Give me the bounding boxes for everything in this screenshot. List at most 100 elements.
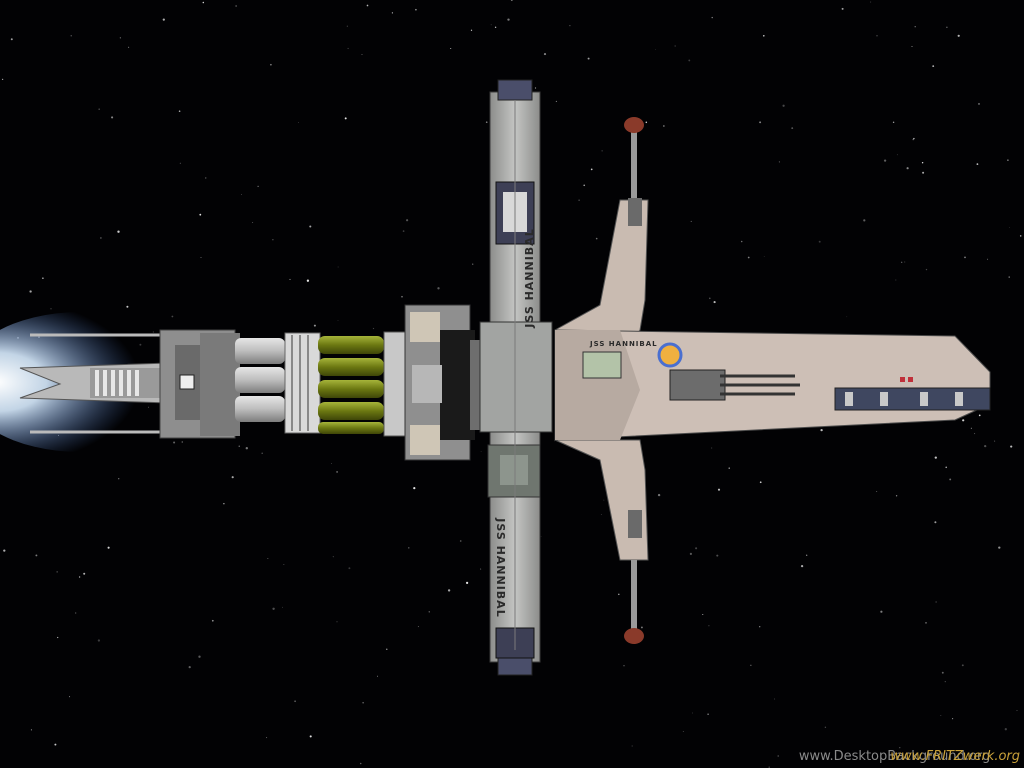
star bbox=[1008, 276, 1010, 278]
star bbox=[298, 122, 299, 123]
star bbox=[682, 731, 684, 732]
star bbox=[472, 263, 474, 265]
star bbox=[578, 199, 580, 201]
star bbox=[126, 305, 129, 308]
star bbox=[759, 481, 762, 484]
watermark-site: www.DesktopBackground.org bbox=[798, 749, 991, 764]
star bbox=[459, 540, 462, 542]
star bbox=[490, 24, 492, 26]
star bbox=[309, 735, 312, 738]
star bbox=[281, 606, 283, 608]
star bbox=[640, 626, 643, 629]
star bbox=[42, 277, 44, 279]
star bbox=[29, 290, 32, 293]
star bbox=[922, 171, 925, 174]
star bbox=[336, 470, 339, 473]
main-hull bbox=[554, 199, 991, 561]
star bbox=[711, 16, 713, 19]
star bbox=[119, 37, 121, 39]
star bbox=[450, 47, 452, 50]
star bbox=[78, 576, 81, 578]
star bbox=[231, 476, 234, 479]
star bbox=[75, 612, 77, 614]
star bbox=[935, 601, 937, 603]
star bbox=[100, 237, 102, 239]
star bbox=[507, 18, 510, 21]
star bbox=[962, 419, 965, 422]
star bbox=[205, 177, 207, 179]
star bbox=[181, 441, 183, 443]
star bbox=[763, 256, 765, 258]
star bbox=[240, 194, 242, 195]
star bbox=[800, 564, 804, 568]
star bbox=[762, 34, 765, 37]
star bbox=[846, 316, 848, 318]
star bbox=[876, 491, 878, 492]
star bbox=[618, 593, 620, 596]
star bbox=[178, 110, 181, 112]
star bbox=[707, 713, 709, 716]
star bbox=[211, 619, 214, 622]
star bbox=[978, 414, 981, 417]
star bbox=[223, 503, 225, 505]
star bbox=[118, 478, 120, 480]
star bbox=[747, 256, 750, 259]
star bbox=[603, 499, 605, 501]
star bbox=[569, 25, 571, 27]
star bbox=[994, 440, 996, 442]
star bbox=[401, 295, 403, 298]
star bbox=[10, 38, 13, 41]
star bbox=[266, 737, 268, 739]
star bbox=[173, 441, 176, 444]
star bbox=[257, 185, 259, 188]
star bbox=[1010, 445, 1013, 448]
star bbox=[54, 743, 57, 746]
star bbox=[494, 26, 497, 28]
star bbox=[331, 463, 332, 464]
star bbox=[583, 184, 586, 187]
star bbox=[406, 219, 409, 222]
star bbox=[1, 78, 4, 81]
star bbox=[998, 546, 1001, 549]
antenna-pylons bbox=[624, 117, 644, 644]
star bbox=[245, 447, 248, 450]
star bbox=[346, 25, 348, 27]
star bbox=[863, 219, 866, 222]
star bbox=[695, 547, 698, 550]
star bbox=[728, 467, 730, 469]
star bbox=[111, 116, 114, 119]
star bbox=[510, 0, 513, 1]
star bbox=[906, 167, 909, 170]
star bbox=[716, 554, 719, 557]
star bbox=[202, 1, 205, 4]
star bbox=[970, 427, 972, 429]
star bbox=[50, 308, 52, 310]
star bbox=[480, 451, 482, 453]
star bbox=[876, 35, 878, 37]
star bbox=[359, 762, 362, 765]
star bbox=[913, 137, 915, 140]
insignia-icon bbox=[657, 342, 683, 368]
star bbox=[417, 626, 419, 628]
star bbox=[485, 121, 488, 124]
star bbox=[934, 456, 937, 459]
star bbox=[362, 702, 364, 704]
star bbox=[347, 47, 349, 50]
star bbox=[711, 447, 713, 449]
star bbox=[57, 636, 59, 639]
star bbox=[267, 558, 269, 560]
star bbox=[600, 514, 602, 515]
star bbox=[895, 495, 898, 497]
star bbox=[987, 258, 989, 260]
star bbox=[30, 729, 32, 731]
star bbox=[235, 5, 237, 7]
star bbox=[540, 536, 542, 538]
boom-name-upper: JSS HANNIBAL bbox=[523, 228, 536, 328]
star bbox=[402, 230, 405, 232]
star bbox=[904, 261, 906, 263]
star bbox=[957, 34, 960, 37]
star bbox=[688, 59, 691, 62]
star bbox=[534, 87, 537, 89]
star bbox=[978, 103, 980, 105]
star bbox=[655, 49, 656, 50]
